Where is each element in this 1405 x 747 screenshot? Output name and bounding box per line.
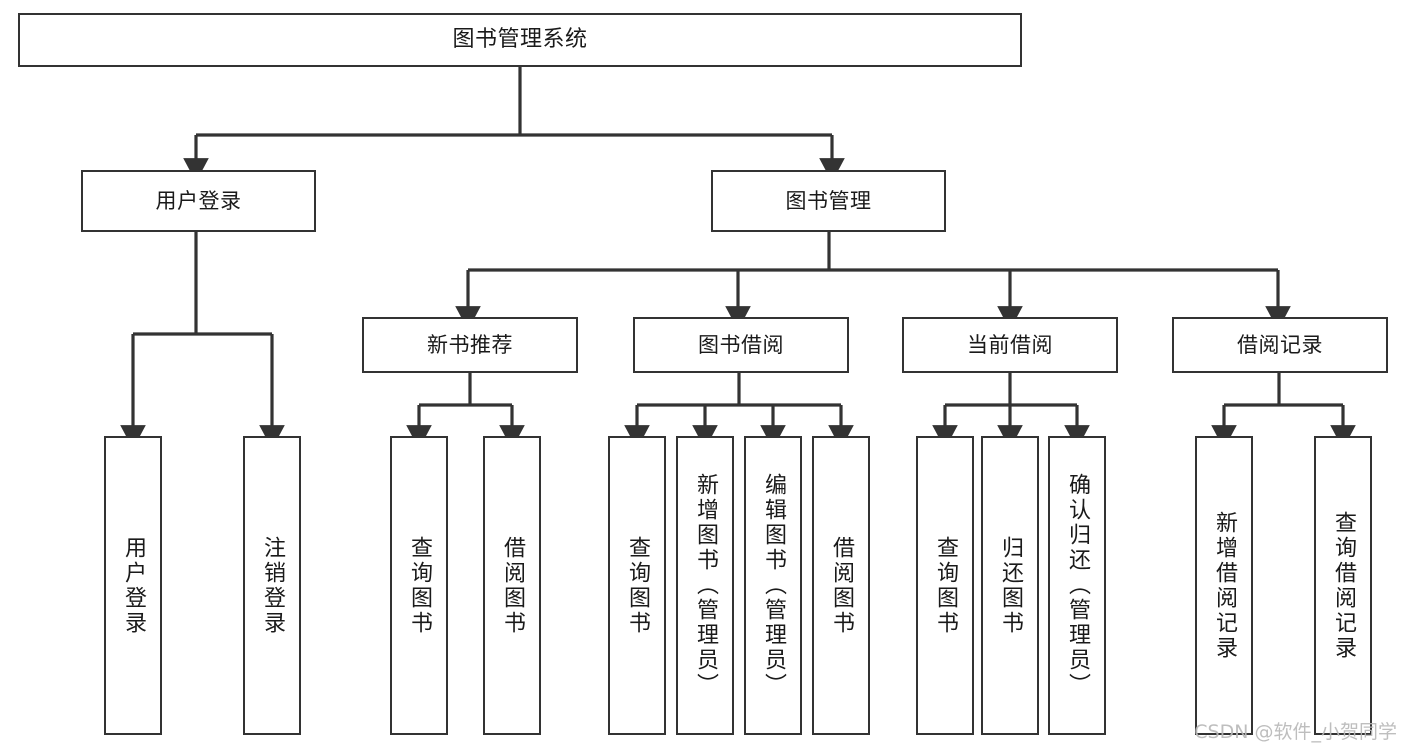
leaf-book-borrow-add-book-admin[interactable]: 新增图书（管理员） [676,436,734,735]
leaf-current-borrow-confirm-return-admin[interactable]: 确认归还（管理员） [1048,436,1106,735]
node-label: 借阅图书 [500,535,525,636]
node-label: 注销登录 [260,535,285,636]
node-label: 借阅图书 [829,535,854,636]
leaf-borrow-record-add-record[interactable]: 新增借阅记录 [1195,436,1253,735]
leaf-book-borrow-query-books[interactable]: 查询图书 [608,436,666,735]
node-label: 用户登录 [155,188,242,213]
node-new-book-recommend[interactable]: 新书推荐 [362,317,578,373]
node-label: 当前借阅 [967,332,1053,357]
node-label: 查询图书 [625,535,650,636]
leaf-user-login-signout[interactable]: 注销登录 [243,436,301,735]
node-label: 编辑图书（管理员） [761,473,786,698]
node-label: 确认归还（管理员） [1065,473,1090,698]
leaf-user-login-signin[interactable]: 用户登录 [104,436,162,735]
node-user-login[interactable]: 用户登录 [81,170,316,232]
leaf-current-borrow-return-books[interactable]: 归还图书 [981,436,1039,735]
node-book-management[interactable]: 图书管理 [711,170,946,232]
node-label: 图书管理 [785,188,872,213]
node-label: 新增借阅记录 [1212,510,1237,661]
leaf-book-borrow-edit-book-admin[interactable]: 编辑图书（管理员） [744,436,802,735]
node-label: 新增图书（管理员） [693,473,718,698]
node-label: 查询图书 [933,535,958,636]
leaf-borrow-record-query-record[interactable]: 查询借阅记录 [1314,436,1372,735]
leaf-book-borrow-borrow-books[interactable]: 借阅图书 [812,436,870,735]
node-label: 图书借阅 [698,332,784,357]
node-label: 查询借阅记录 [1331,510,1356,661]
node-label: 新书推荐 [427,332,513,357]
node-borrow-record[interactable]: 借阅记录 [1172,317,1388,373]
node-root-book-management-system[interactable]: 图书管理系统 [18,13,1022,67]
node-label: 归还图书 [998,535,1023,636]
node-label: 图书管理系统 [452,27,588,53]
node-label: 用户登录 [121,535,146,636]
node-current-borrow[interactable]: 当前借阅 [902,317,1118,373]
node-label: 查询图书 [407,535,432,636]
leaf-new-book-query-books[interactable]: 查询图书 [390,436,448,735]
leaf-current-borrow-query-books[interactable]: 查询图书 [916,436,974,735]
leaf-new-book-borrow-books[interactable]: 借阅图书 [483,436,541,735]
node-label: 借阅记录 [1237,332,1323,357]
node-book-borrow[interactable]: 图书借阅 [633,317,849,373]
